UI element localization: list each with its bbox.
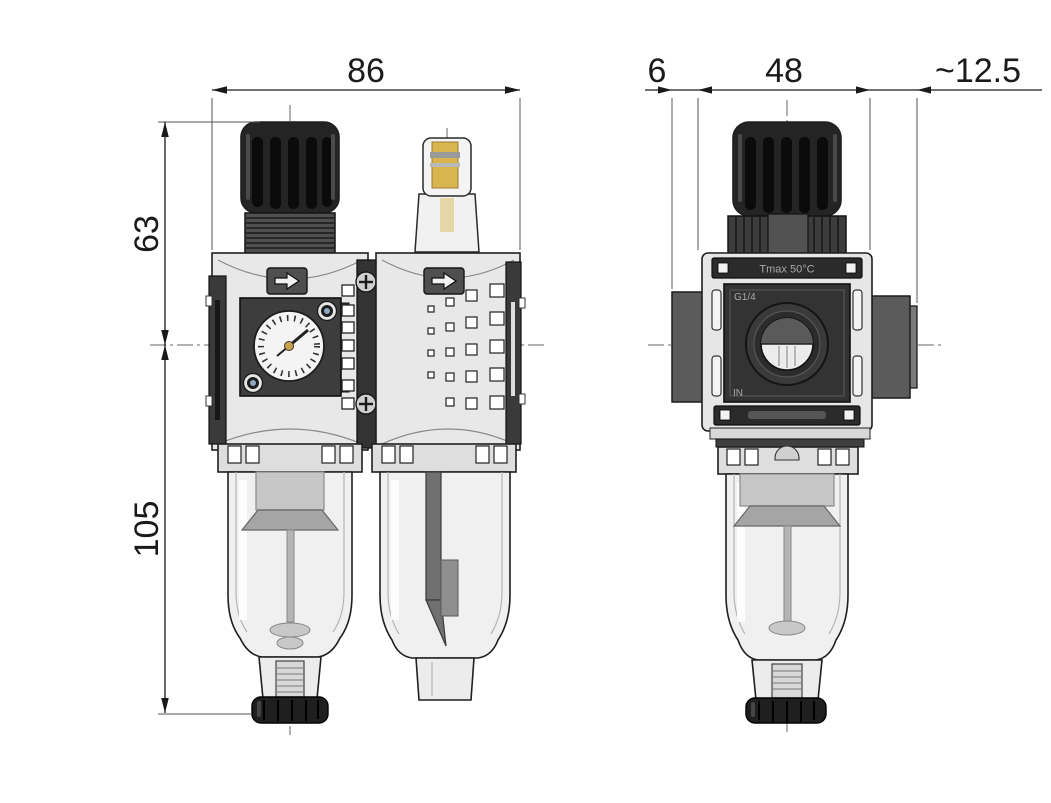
regulator-side-holes — [341, 284, 355, 410]
regulator-knob-collar — [244, 212, 336, 254]
flow-arrow-lubricator — [423, 267, 465, 295]
bottom-label-strip — [713, 405, 861, 426]
dimension-annotations: 86 63 105 6 48 ~12.5 — [128, 52, 1042, 715]
port-plate: G1/4 IN — [723, 283, 851, 403]
dim-lower-height: 105 — [128, 501, 166, 558]
dim-side-offset: 6 — [648, 52, 667, 90]
dim-upper-height: 63 — [128, 215, 166, 253]
dim-front-width: 86 — [347, 52, 385, 90]
side-knob — [732, 121, 842, 217]
clamp-screw-bottom — [355, 393, 377, 415]
dim-side-protrusion: ~12.5 — [935, 52, 1021, 90]
temp-rating-label: Tmax 50°C — [759, 264, 814, 276]
pressure-gauge-panel — [239, 297, 350, 397]
lubricator-body — [375, 252, 526, 451]
side-bowl-collar — [717, 445, 859, 475]
pressure-gauge — [253, 310, 325, 382]
side-drain-knob — [745, 697, 827, 724]
port-size-label: G1/4 — [734, 292, 756, 303]
panel-screw-bottom — [242, 372, 264, 394]
filter-bowl — [227, 471, 353, 724]
corner-slots — [711, 289, 863, 397]
right-port-block — [871, 295, 911, 399]
port-in-label: IN — [733, 388, 743, 399]
side-bowl — [725, 473, 849, 724]
filter-bowl-collar — [217, 443, 363, 473]
lubricator-bowl — [379, 471, 511, 701]
regulator-knob — [240, 121, 340, 214]
dim-side-body-width: 48 — [765, 52, 803, 90]
regulator-body — [205, 252, 369, 451]
panel-screw-top — [316, 300, 338, 322]
temp-label-strip: Tmax 50°C — [711, 257, 863, 279]
side-view: Tmax 50°C G1/4 IN — [671, 121, 918, 724]
front-view — [205, 121, 526, 724]
left-port-block — [671, 291, 705, 403]
lubricator-fill-cap — [414, 137, 480, 253]
module-clamp — [355, 259, 377, 449]
flow-arrow-regulator — [266, 267, 308, 295]
side-body: Tmax 50°C G1/4 IN — [701, 252, 873, 448]
clamp-screw-top — [355, 271, 377, 293]
drain-knob — [251, 696, 329, 724]
lubricator-bowl-collar — [371, 443, 517, 473]
lubricator-hole-grid — [427, 283, 505, 410]
side-knob-collar — [727, 213, 847, 255]
